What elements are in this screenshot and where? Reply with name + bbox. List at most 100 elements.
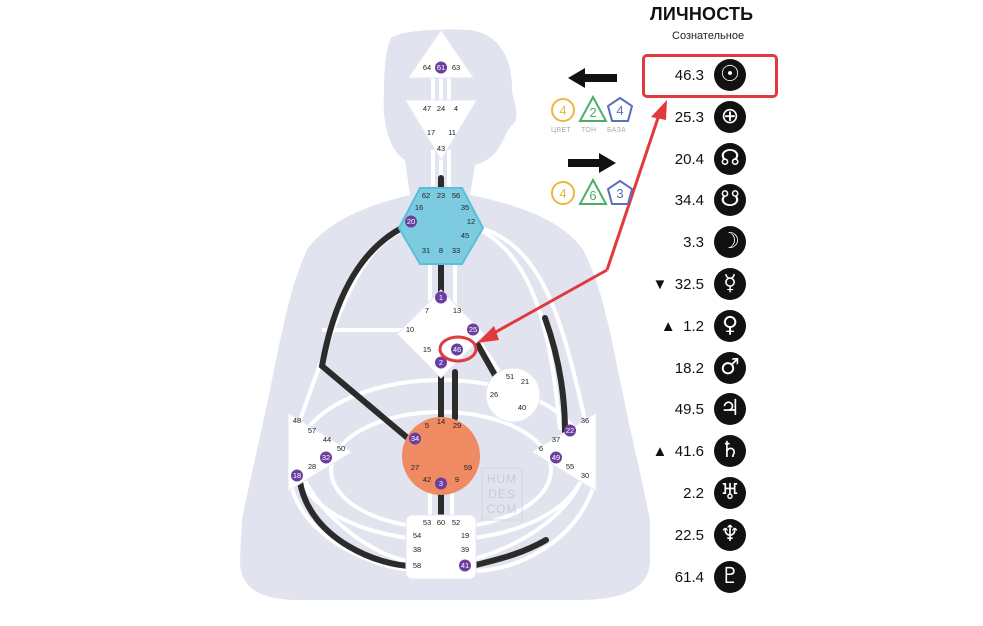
gate-55[interactable]: 55	[566, 462, 574, 471]
gate-9[interactable]: 9	[455, 475, 459, 484]
solar-plexus-center[interactable]	[531, 412, 597, 492]
gate-61[interactable]: 61	[437, 63, 445, 72]
gate-7[interactable]: 7	[425, 306, 429, 315]
gate-42[interactable]: 42	[423, 475, 431, 484]
gate-62[interactable]: 62	[422, 191, 430, 200]
gate-34[interactable]: 34	[411, 434, 419, 443]
planet-row[interactable]: ▼ 32.5☿	[640, 267, 780, 303]
gate-43[interactable]: 43	[437, 144, 445, 153]
gate-39[interactable]: 39	[461, 545, 469, 554]
color-label: ЦВЕТ	[551, 127, 571, 134]
tone-triangle-icon	[578, 94, 608, 122]
jupiter-icon: ♃	[714, 393, 746, 426]
g-center[interactable]	[396, 289, 486, 379]
gate-22[interactable]: 22	[566, 426, 574, 435]
svg-text:4: 4	[559, 103, 566, 118]
gate-27[interactable]: 27	[411, 463, 419, 472]
gate-53[interactable]: 53	[423, 518, 431, 527]
gate-15[interactable]: 15	[423, 345, 431, 354]
gate-13[interactable]: 13	[453, 306, 461, 315]
gate-5[interactable]: 5	[425, 421, 429, 430]
gate-63[interactable]: 63	[452, 63, 460, 72]
gate-49[interactable]: 49	[552, 453, 560, 462]
planet-value: 20.4	[674, 150, 704, 168]
gate-37[interactable]: 37	[552, 435, 560, 444]
gate-44[interactable]: 44	[323, 435, 331, 444]
gate-19[interactable]: 19	[461, 531, 469, 540]
gate-48[interactable]: 48	[293, 416, 301, 425]
planet-row[interactable]: 34.4☋	[640, 183, 780, 219]
gate-32[interactable]: 32	[322, 453, 330, 462]
gate-41[interactable]: 41	[461, 561, 469, 570]
gate-29[interactable]: 29	[453, 421, 461, 430]
gate-64[interactable]: 64	[423, 63, 431, 72]
gate-12[interactable]: 12	[467, 217, 475, 226]
gate-46[interactable]: 46	[453, 345, 461, 354]
gate-activation-dot	[564, 424, 576, 437]
gate-54[interactable]: 54	[413, 531, 421, 540]
gate-2[interactable]: 2	[439, 358, 443, 367]
gate-56[interactable]: 56	[452, 191, 460, 200]
gate-47[interactable]: 47	[423, 104, 431, 113]
sacral-center[interactable]	[402, 417, 480, 495]
head-center[interactable]	[407, 29, 475, 79]
gate-16[interactable]: 16	[415, 203, 423, 212]
spleen-center[interactable]	[287, 412, 353, 492]
planet-row[interactable]: 20.4☊	[640, 142, 780, 178]
gate-3[interactable]: 3	[439, 479, 443, 488]
planet-row[interactable]: 46.3☉	[640, 58, 780, 94]
throat-center[interactable]	[397, 187, 485, 265]
planet-row[interactable]: 18.2♂	[640, 351, 780, 387]
planet-row[interactable]: 49.5♃	[640, 392, 780, 428]
gate-17[interactable]: 17	[427, 128, 435, 137]
gate-57[interactable]: 57	[308, 426, 316, 435]
planet-row[interactable]: ▲ 1.2♀	[640, 309, 780, 345]
gate-10[interactable]: 10	[406, 325, 414, 334]
gate-11[interactable]: 11	[448, 128, 456, 137]
gate-23[interactable]: 23	[437, 191, 445, 200]
gate-28[interactable]: 28	[308, 462, 316, 471]
gate-25[interactable]: 25	[469, 325, 477, 334]
personality-subtitle: Сознательное	[672, 30, 745, 42]
gate-1[interactable]: 1	[439, 293, 443, 302]
planet-row[interactable]: ▲ 41.6♄	[640, 434, 780, 470]
gate-8[interactable]: 8	[439, 246, 443, 255]
heart-center[interactable]	[485, 367, 541, 423]
venus-icon: ♀	[714, 309, 746, 342]
planet-row[interactable]: 61.4♇	[640, 560, 780, 596]
root-center[interactable]	[405, 514, 477, 580]
color-circle-icon	[551, 98, 575, 122]
gate-35[interactable]: 35	[461, 203, 469, 212]
planet-value: 46.3	[674, 67, 704, 84]
planet-row[interactable]: 3.3☽	[640, 225, 780, 261]
gate-6[interactable]: 6	[539, 444, 543, 453]
gate-4[interactable]: 4	[454, 104, 458, 113]
gate-14[interactable]: 14	[437, 417, 445, 426]
arrow-right-icon	[568, 153, 616, 173]
gate-38[interactable]: 38	[413, 545, 421, 554]
gate-50[interactable]: 50	[337, 444, 345, 453]
gate-36[interactable]: 36	[581, 416, 589, 425]
gate-20[interactable]: 20	[407, 217, 415, 226]
planet-row[interactable]: 2.2♅	[640, 476, 780, 512]
gate-21[interactable]: 21	[521, 377, 529, 386]
svg-text:4: 4	[559, 186, 566, 201]
gate-52[interactable]: 52	[452, 518, 460, 527]
gate-58[interactable]: 58	[413, 561, 421, 570]
gate-18[interactable]: 18	[293, 471, 301, 480]
gate-45[interactable]: 45	[461, 231, 469, 240]
gate-40[interactable]: 40	[518, 403, 526, 412]
gate-59[interactable]: 59	[464, 463, 472, 472]
gate-26[interactable]: 26	[490, 390, 498, 399]
gate-33[interactable]: 33	[452, 246, 460, 255]
gate-31[interactable]: 31	[422, 246, 430, 255]
planet-row[interactable]: 22.5♆	[640, 518, 780, 554]
watermark: HUM DES COM	[481, 467, 523, 521]
planet-row[interactable]: 25.3⊕	[640, 100, 780, 136]
gate-24[interactable]: 24	[437, 104, 445, 113]
gate-60[interactable]: 60	[437, 518, 445, 527]
ajna-center[interactable]	[404, 99, 478, 161]
earth-icon: ⊕	[714, 100, 746, 133]
gate-51[interactable]: 51	[506, 372, 514, 381]
gate-30[interactable]: 30	[581, 471, 589, 480]
